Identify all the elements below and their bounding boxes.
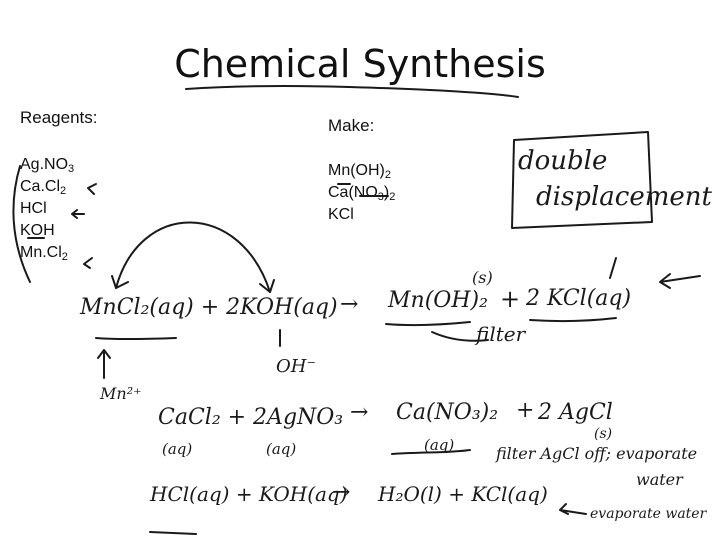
reaction-2-second-product: 2 AgCl: [538, 400, 613, 425]
check-mark-icon: [83, 257, 93, 269]
make-list: Mn(OH)2 Ca(NO3)2 KCl: [328, 160, 395, 226]
reagent-item: Ca.Cl2: [20, 178, 67, 197]
reagents-heading: Reagents:: [20, 108, 98, 127]
cano3-underline: [391, 449, 471, 455]
reaction-2-reactants: CaCl₂ + 2AgNO₃: [158, 405, 344, 430]
product-item: Mn(OH)2: [328, 162, 392, 181]
reagent-item: Ag.NO3: [20, 156, 75, 175]
reaction-2-water-note: water: [636, 470, 683, 489]
double-displacement-word-2: displacement: [536, 182, 712, 212]
filter-arrow: [431, 331, 489, 342]
reaction-1-product: Mn(OH)₂: [388, 288, 488, 313]
check-mark-icon: [87, 183, 97, 195]
double-displacement-word-1: double: [518, 146, 608, 176]
hydroxide-note: OH⁻: [276, 356, 316, 377]
reagent-item: Mn.Cl2: [20, 244, 68, 263]
reagent-item: HCl: [20, 200, 47, 217]
up-arrow-icon: [97, 349, 111, 379]
reaction-2-filter-note: filter AgCl off; evaporate: [496, 444, 698, 463]
product-item: KCl: [328, 206, 354, 223]
reaction-1-reactants: MnCl₂(aq) + 2KOH(aq): [80, 295, 338, 320]
reaction-1-second-product: 2 KCl(aq): [526, 286, 632, 311]
product-underline: [385, 321, 471, 327]
reaction-2-aq-right: (aq): [266, 440, 297, 458]
kcl-underline: [529, 317, 617, 323]
double-displacement-box: [511, 131, 653, 229]
right-arrow-icon: [149, 531, 197, 535]
reaction-1-arrow: →: [340, 292, 359, 317]
reactants-underline: [95, 337, 177, 341]
swap-arc: [115, 221, 271, 293]
slide-title: Chemical Synthesis: [174, 42, 546, 86]
reaction-2-plus: +: [516, 398, 535, 423]
reagents-list: Ag.NO3 Ca.Cl2 HCl KOH Mn.Cl2: [20, 154, 74, 264]
reaction-2-product-aq: (aq): [424, 436, 455, 454]
reaction-2-aq-left: (aq): [162, 440, 193, 458]
reagent-item: KOH: [20, 222, 55, 239]
reaction-1-filter-note: filter: [476, 322, 526, 346]
left-arrow-icon: [659, 273, 701, 289]
reaction-1-plus: +: [500, 285, 521, 313]
title-underline: [185, 85, 519, 98]
reaction-3-arrow: →: [332, 480, 351, 505]
arrowhead-icon: [111, 275, 129, 289]
manganese-ion-note: Mn²⁺: [100, 384, 142, 403]
reaction-1-solid-tag: (s): [472, 268, 493, 287]
down-tick-icon: [609, 257, 617, 279]
reaction-3-reactants: HCl(aq) + KOH(aq): [150, 482, 348, 506]
reagents-bracket: [12, 165, 31, 283]
reaction-2-solid-tag: (s): [594, 426, 613, 442]
make-heading: Make:: [328, 116, 375, 135]
check-mark-icon: [71, 209, 85, 219]
reaction-2-product: Ca(NO₃)₂: [396, 400, 499, 425]
reaction-2-arrow: →: [350, 400, 369, 425]
reaction-3-products: H₂O(l) + KCl(aq): [378, 482, 548, 506]
arrowhead-icon: [259, 279, 275, 293]
reaction-3-evaporate-note: evaporate water: [590, 506, 707, 522]
left-arrow-icon: [559, 503, 587, 515]
